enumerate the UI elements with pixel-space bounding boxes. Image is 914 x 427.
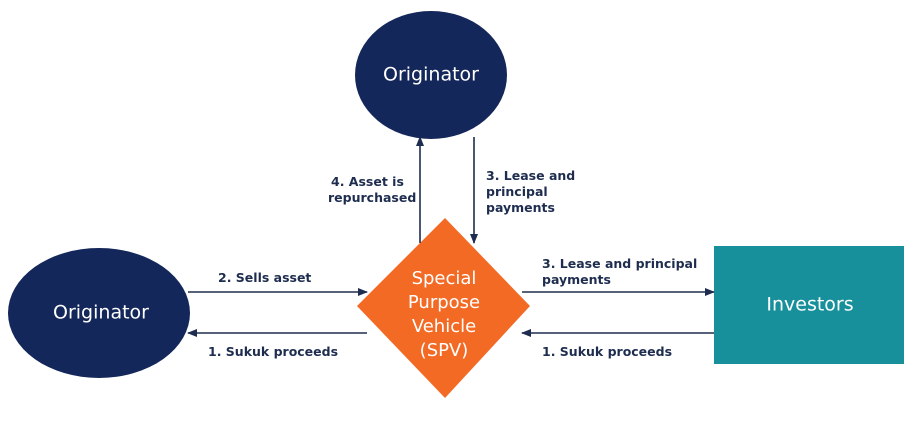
spv-label-line-4: (SPV) <box>420 340 469 361</box>
originator-left-shape <box>8 248 190 378</box>
asset-repurchased-label-line-2: repurchased <box>328 190 416 205</box>
edge-labels: 2. Sells asset 1. Sukuk proceeds 4. Asse… <box>208 168 697 359</box>
lease-payments-right-label-line-2: payments <box>542 272 611 287</box>
arrows <box>187 136 715 337</box>
spv-label-line-1: Special <box>412 268 477 289</box>
sukuk-proceeds-right-label: 1. Sukuk proceeds <box>542 344 672 359</box>
originator-left-node: Originator <box>8 248 190 378</box>
originator-left-label: Originator <box>53 302 149 324</box>
originator-top-node: Originator <box>355 11 507 139</box>
originator-top-label: Originator <box>383 64 479 86</box>
investors-shape <box>714 246 904 364</box>
asset-repurchased-label-line-1: 4. Asset is <box>331 174 404 189</box>
lease-payments-top-label-line-2: principal <box>486 184 548 199</box>
originator-top-shape <box>355 11 507 139</box>
spv-shape <box>357 218 530 398</box>
lease-payments-right-label-line-1: 3. Lease and principal <box>542 256 697 271</box>
spv-node: Special Purpose Vehicle (SPV) <box>357 218 530 398</box>
spv-label-line-2: Purpose <box>408 292 480 313</box>
sukuk-proceeds-left-label: 1. Sukuk proceeds <box>208 344 338 359</box>
investors-node: Investors <box>714 246 904 364</box>
lease-payments-top-label-line-3: payments <box>486 200 555 215</box>
investors-label: Investors <box>766 294 853 316</box>
lease-payments-top-label-line-1: 3. Lease and <box>486 168 575 183</box>
sells-asset-label: 2. Sells asset <box>218 270 311 285</box>
spv-label-line-3: Vehicle <box>412 316 476 337</box>
